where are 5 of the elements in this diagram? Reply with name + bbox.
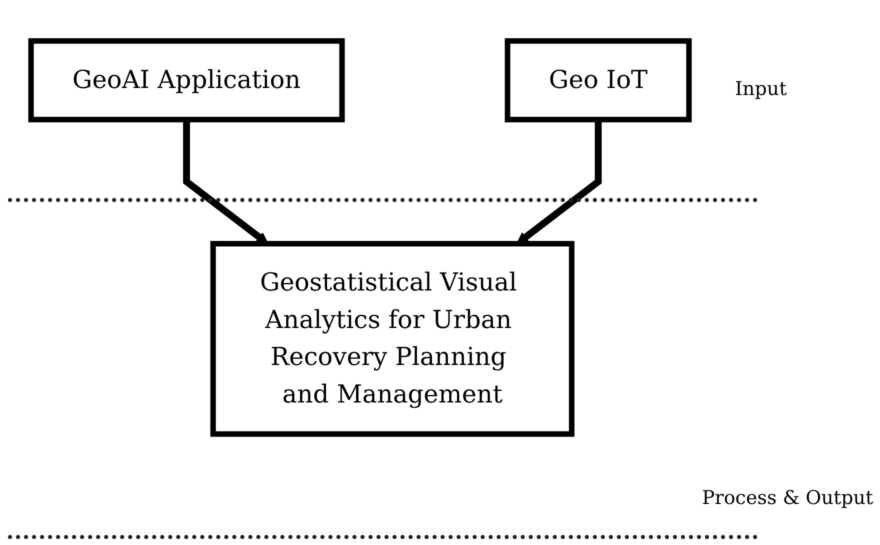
section-label: Process & Output (702, 487, 874, 509)
node-box: GeoAI Application (28, 38, 345, 122)
node-box: Geostatistical Visual Analytics for Urban Recovery Planning and Management (210, 240, 574, 437)
node-box: Geo IoT (504, 38, 692, 122)
section-label: Input (735, 78, 787, 100)
